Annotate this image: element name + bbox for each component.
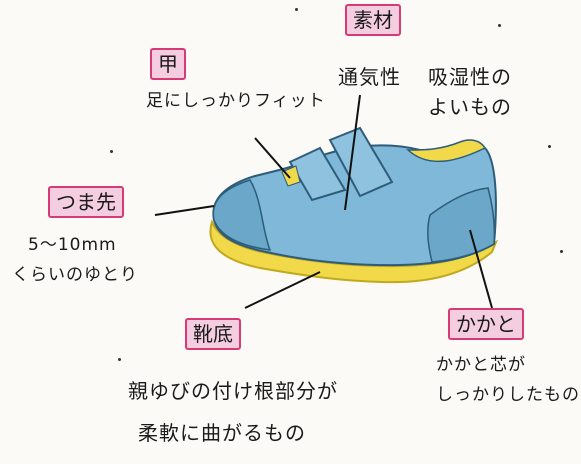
- speck: [118, 358, 121, 361]
- heel-desc-2: しっかりしたもの: [436, 385, 580, 405]
- speck: [548, 145, 551, 148]
- sole-desc-1: 親ゆびの付け根部分が: [128, 379, 338, 403]
- speck: [560, 250, 563, 253]
- toe-cap: [212, 179, 272, 251]
- sole-label: 靴底: [185, 318, 241, 350]
- speck: [295, 8, 298, 11]
- material-desc-2: 吸湿性の: [428, 65, 512, 89]
- speck: [110, 150, 113, 153]
- upper-desc: 足にしっかりフィット: [146, 91, 326, 111]
- strap-front: [288, 146, 347, 202]
- leader-lines: [154, 94, 493, 309]
- heel-label: かかと: [448, 308, 524, 340]
- toe-desc-1: 5〜10mm: [28, 235, 117, 255]
- upper-label: 甲: [150, 48, 186, 80]
- sole-desc-2: 柔軟に曲がるもの: [138, 421, 306, 445]
- material-label: 素材: [345, 4, 401, 36]
- material-desc-3: よいもの: [428, 95, 512, 119]
- strap-tab: [281, 165, 301, 187]
- heel-desc-1: かかと芯が: [436, 355, 526, 375]
- material-desc-1: 通気性: [338, 65, 401, 89]
- toe-label: つま先: [48, 186, 124, 218]
- speck: [498, 24, 501, 27]
- toe-desc-2: くらいのゆとり: [12, 265, 138, 285]
- shoe-collar: [406, 139, 487, 163]
- heel-counter: [427, 187, 496, 263]
